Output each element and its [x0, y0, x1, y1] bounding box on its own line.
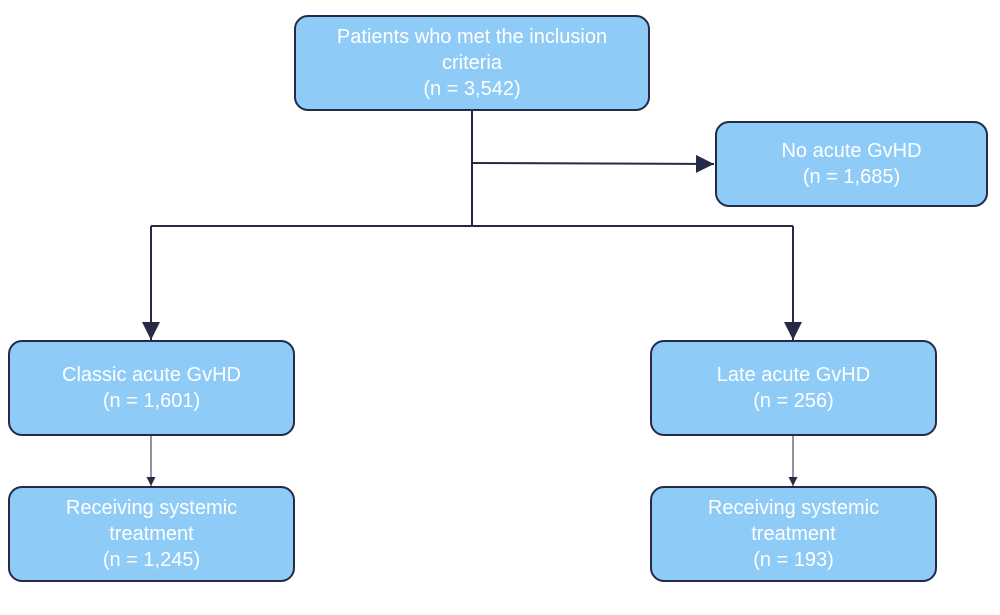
- inclusion-criteria-box: Patients who met the inclusion criteria …: [294, 15, 650, 111]
- no-acute-gvhd-box: No acute GvHD (n = 1,685): [715, 121, 988, 207]
- late-treat-count: (n = 193): [753, 549, 834, 571]
- classic-systemic-treatment-box: Receiving systemic treatment (n = 1,245): [8, 486, 295, 582]
- late-treat-line-2: treatment: [751, 523, 836, 545]
- late-acute-gvhd-box: Late acute GvHD (n = 256): [650, 340, 937, 436]
- classic-treat-line-1: Receiving systemic: [65, 497, 238, 519]
- no-acute-label: No acute GvHD: [781, 140, 922, 162]
- inclusion-line-2: criteria: [441, 52, 502, 74]
- late-label: Late acute GvHD: [716, 364, 871, 386]
- inclusion-count: (n = 3,542): [423, 78, 521, 100]
- inclusion-line-1: Patients who met the inclusion: [336, 26, 608, 48]
- classic-acute-gvhd-box: Classic acute GvHD (n = 1,601): [8, 340, 295, 436]
- classic-treat-count: (n = 1,245): [102, 549, 201, 571]
- late-count: (n = 256): [753, 390, 834, 412]
- late-systemic-treatment-box: Receiving systemic treatment (n = 193): [650, 486, 937, 582]
- classic-treat-line-2: treatment: [109, 523, 194, 545]
- arrow-to-no-acute: [471, 154, 715, 173]
- late-treat-line-1: Receiving systemic: [707, 497, 880, 519]
- classic-label: Classic acute GvHD: [62, 364, 241, 386]
- classic-count: (n = 1,601): [102, 390, 201, 412]
- no-acute-count: (n = 1,685): [802, 166, 901, 188]
